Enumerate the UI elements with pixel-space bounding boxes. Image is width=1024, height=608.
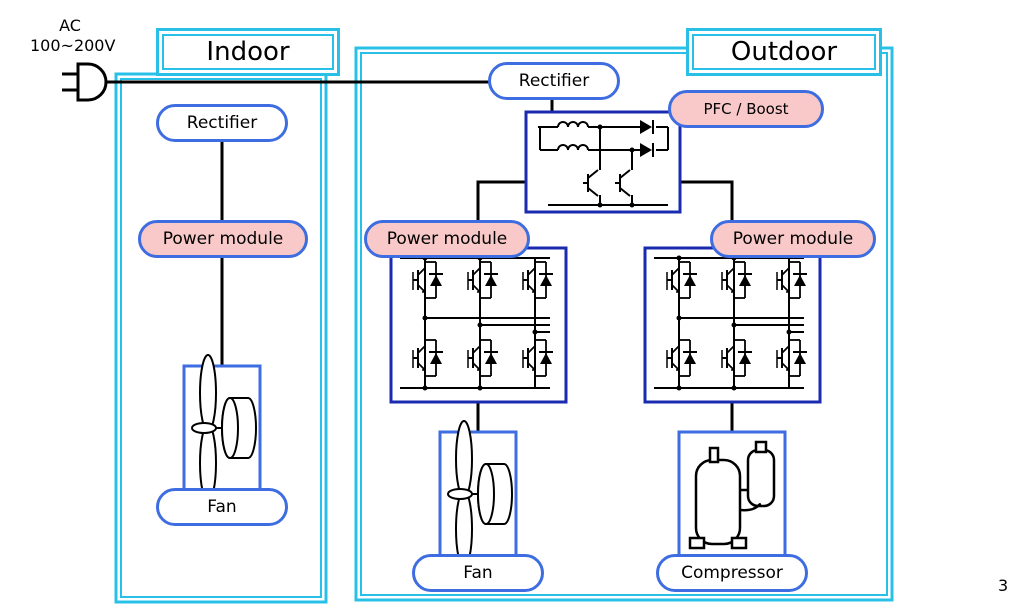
indoor-rectifier: Rectifier (156, 104, 288, 142)
ac-supply-label: AC 100~200V (30, 16, 116, 56)
outdoor-fan-label: Fan (412, 554, 544, 592)
plug-icon (62, 62, 108, 102)
outdoor-frame (354, 46, 894, 602)
indoor-title: Indoor (156, 28, 340, 76)
indoor-fan-label: Fan (156, 488, 288, 526)
outdoor-fan-icon (438, 420, 518, 568)
compressor-label: Compressor (656, 554, 808, 592)
inverter-module-left (389, 246, 568, 404)
outdoor-power-module-right: Power module (710, 220, 876, 258)
page-number: 3 (998, 576, 1009, 595)
compressor-icon (677, 430, 787, 558)
inverter-module-right (643, 246, 822, 404)
pfc-boost-circuit (524, 110, 682, 214)
indoor-power-module: Power module (138, 220, 308, 258)
outdoor-power-module-left: Power module (364, 220, 530, 258)
ac-voltage-label: 100~200V (30, 36, 116, 55)
pfc-boost-label: PFC / Boost (668, 90, 824, 128)
ac-label: AC (59, 16, 81, 35)
outdoor-rectifier: Rectifier (488, 62, 620, 100)
indoor-fan-icon (182, 354, 262, 502)
outdoor-title: Outdoor (686, 28, 882, 76)
